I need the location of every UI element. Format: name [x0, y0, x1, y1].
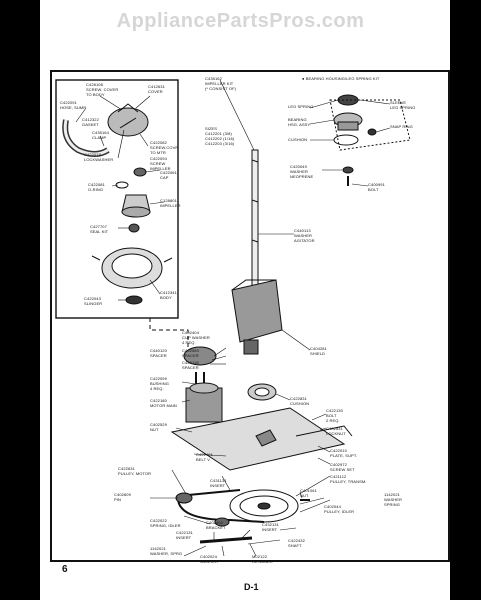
bearing-housing-body: [337, 121, 359, 131]
cap-part: [133, 167, 147, 177]
label-nut-2: C401061 NUT: [300, 488, 317, 498]
plate-arm: [295, 425, 353, 437]
watermark: AppliancePartsPros.com: [116, 10, 365, 32]
pump-body-inner: [111, 253, 153, 279]
main-motor: [185, 387, 223, 423]
label-bracket: C402402 BRACKET: [206, 520, 226, 530]
label-spring-washer: 1142021 WASHER SPRING: [384, 492, 403, 507]
label-cap: C422061 CAP: [160, 170, 177, 180]
sump-hose-inner: [63, 119, 109, 156]
label-bolt-plate: C422130 BOLT 2 REQ.: [326, 408, 343, 423]
label-cover-screw: C428108 SCREW, COVER TO BODY: [86, 82, 119, 97]
label-pump-body: C412341 BODY: [160, 290, 177, 300]
washer-neoprene-part: [342, 166, 354, 174]
label-spacer-1: C440120 SPACER: [150, 348, 167, 358]
label-cup-washer: C402404 CUP WASHER 4 REQ.: [182, 330, 210, 345]
leader-lines: [75, 79, 391, 557]
pump-inset-box: [55, 79, 179, 319]
label-neoprene-washer: C420049 WASHER NEOPRENE: [290, 164, 314, 179]
o-ring-part: [115, 181, 129, 189]
label-insert-2: C422131 INSERT: [176, 530, 193, 540]
label-idler-spring: C422022 SPRING, IDLER: [150, 518, 181, 528]
label-support-plate: C422010 PLATE, SUPT.: [330, 448, 358, 458]
label-cushion-top: CUSHION: [288, 137, 308, 142]
page-number-center: D-1: [244, 582, 259, 592]
label-spring-washer-2: 1142021 WASHER, SPRG: [150, 546, 183, 556]
label-shaft: C422432 SHAFT: [288, 538, 305, 548]
label-insert-1: C431131 INSERT: [210, 478, 227, 488]
diagram-frame: [50, 70, 450, 562]
transmission-pulley-inner: [239, 495, 289, 517]
label-bolt: C400991 BOLT: [368, 182, 385, 192]
pulley-hub: [257, 502, 271, 510]
motor-pulley: [175, 492, 193, 504]
label-o-ring: C422081 O-RING: [88, 182, 105, 192]
label-v-belt: C422401 BELT V: [196, 452, 213, 462]
label-gasket: C412322 GASKET: [82, 117, 99, 127]
label-cover: C412631 COVER: [148, 84, 165, 94]
label-slinger: C422043 SLINGER: [84, 296, 103, 306]
plate-square-hole: [255, 429, 277, 447]
label-locknut: C402831 LOCKNUT: [326, 426, 346, 436]
transmission-neck: [243, 339, 259, 355]
label-sleeve-leg-spring: SLEEVE LEG SPRING: [390, 100, 416, 110]
shaft-marks: [251, 159, 259, 243]
label-insert-3: C432131 INSERT: [262, 522, 279, 532]
page-number-left: 6: [62, 564, 68, 575]
label-motor-pulley: C422631 PULLEY, MOTOR: [118, 466, 152, 476]
cup-washer-part: [183, 346, 217, 366]
label-cushion-plate: C422831 CUSHION: [290, 396, 310, 406]
label-impeller-screw: C422094 SCREW IMPELLER: [150, 156, 171, 171]
label-cover-to-motor-screw: C422082 SCREW,COVR TO MTR: [150, 140, 179, 155]
label-nut-1: C402529 NUT: [150, 422, 167, 432]
label-bushing: C422099 BUSHING 4 REQ.: [150, 376, 169, 391]
label-agitator-washer: C440113 WASHER AGITATOR: [294, 228, 315, 243]
label-clamp: C435164 CLAMP: [92, 130, 109, 140]
seal-kit-part: [128, 223, 140, 233]
pump-body-ports: [91, 255, 173, 263]
label-idler-pulley: C402044 PULLEY, IDLER: [324, 504, 355, 514]
label-lockwasher: C422078 LOCKWASHER: [84, 152, 114, 162]
label-pin: C402609 PIN: [114, 492, 131, 502]
label-seal-kit: C427707 SEAL KIT: [90, 224, 109, 234]
transmission-housing: [231, 279, 283, 343]
label-retainer: M02122 RETAINER: [252, 554, 273, 564]
idler-bracket: [199, 536, 253, 544]
label-snap-ring: SNAP RING: [390, 124, 413, 129]
slinger-part: [125, 295, 143, 305]
label-spacer-3: C440118 SPACER: [182, 360, 199, 370]
snap-ring-part: [367, 128, 377, 136]
label-washer: C402024 WASHER: [200, 554, 219, 564]
motor-top: [189, 382, 219, 394]
label-spacer-2: C402083 SPACER: [182, 348, 199, 358]
idler-pulley: [214, 517, 230, 527]
label-impeller: C128801 IMPELLER: [160, 198, 181, 208]
label-leg-spring: LEG SPRING: [288, 104, 314, 109]
pump-cover: [107, 107, 149, 137]
label-shield: C404281 SHIELD: [310, 346, 327, 356]
cushion-hole: [254, 387, 270, 397]
label-transmission-pulley: C421112 PULLEY, TRANSM.: [330, 474, 367, 484]
agitator-shaft: [251, 149, 259, 291]
impeller-base: [121, 206, 151, 218]
label-impeller-kit: C435162 IMPELLER KIT (* CONSIST OF): [205, 76, 237, 91]
inset-connector: [149, 318, 189, 348]
label-main-motor: C422180 MOTOR MAIN: [150, 398, 177, 408]
transmission-top: [231, 279, 276, 291]
label-set-screw: C402972 SCREW SET: [330, 462, 355, 472]
label-bearing-housing: BEARING HSG. ASSY.: [288, 117, 311, 127]
label-top-header: ● BEARING HOUSING/LEG SPRING KIT: [302, 76, 380, 81]
label-sizes: SIZES C412201 (3/8) C412202 (1/16) C4122…: [205, 126, 235, 146]
label-sump-hose: C422091 HOSE, SUMP: [60, 100, 87, 110]
